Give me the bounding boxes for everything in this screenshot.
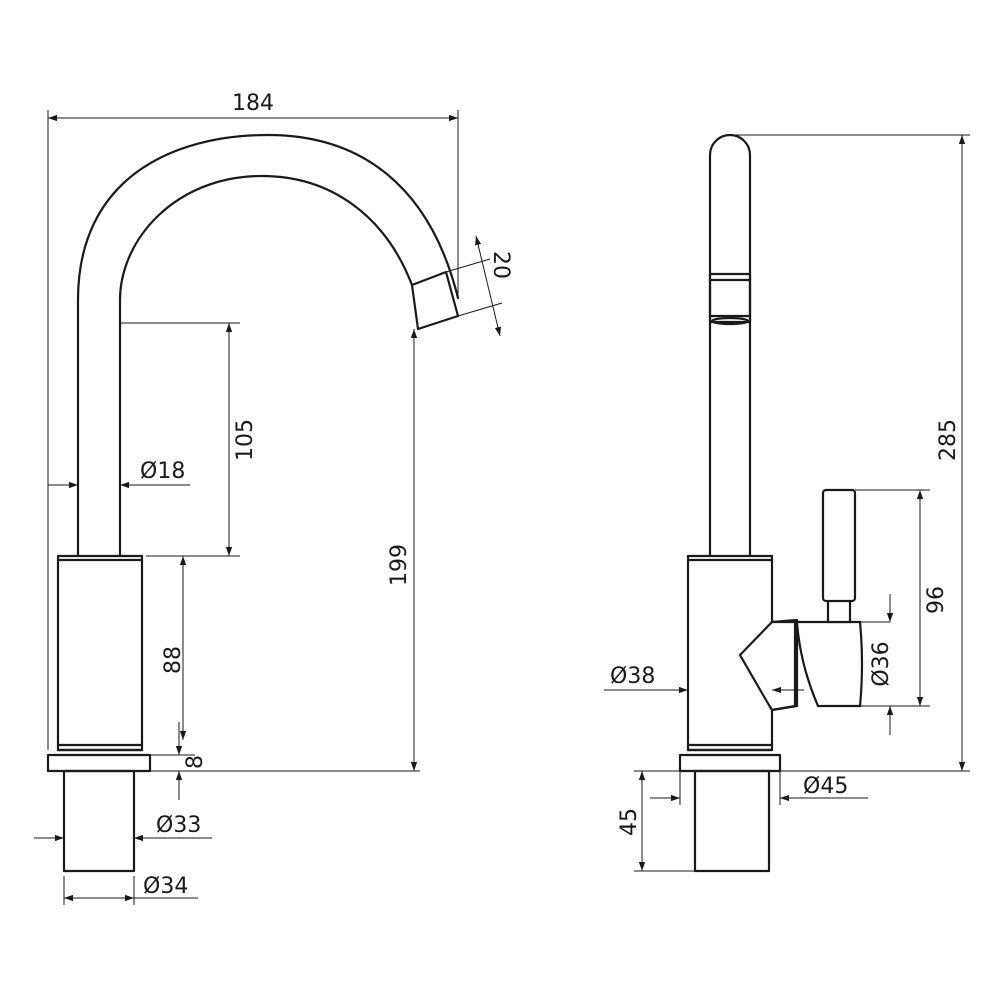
dim-handle-height: 96 <box>924 586 949 614</box>
side-aerator-opening <box>710 316 750 326</box>
cartridge-housing <box>795 620 864 708</box>
dim-overall-width: 184 <box>232 91 274 116</box>
dim-shank-length: 45 <box>617 808 642 836</box>
dim-body-height: 88 <box>161 646 186 674</box>
front-view: 184 20 105 Ø18 199 88 8 Ø33 <box>34 91 513 905</box>
handle-stem <box>826 598 852 624</box>
aerator-tip <box>410 270 460 331</box>
dim-base-diameter: Ø45 <box>803 774 848 799</box>
side-aerator-band <box>708 272 752 324</box>
side-view: 285 96 Ø36 Ø38 Ø45 45 <box>604 133 970 873</box>
dim-body-diameter: Ø38 <box>610 664 655 689</box>
spout-outer-contour <box>76 133 460 558</box>
handle-connector-detail <box>770 618 799 712</box>
dim-cartridge-diameter: Ø36 <box>869 641 894 686</box>
side-base-plate <box>678 753 782 773</box>
dim-base-ring: 8 <box>183 755 208 769</box>
dim-spout-drop: 105 <box>233 419 258 461</box>
spout-inner-contour <box>118 174 414 558</box>
base-plate <box>46 753 152 773</box>
dim-spout-outlet: 20 <box>488 251 513 279</box>
mounting-shank <box>62 769 136 873</box>
side-mounting-shank <box>693 769 771 873</box>
dim-total-height: 285 <box>936 419 961 461</box>
side-spout-column <box>708 133 752 558</box>
dim-spout-diameter: Ø18 <box>140 459 185 484</box>
handle-connector <box>738 620 797 712</box>
dim-shank-diameter-34: Ø34 <box>143 874 188 899</box>
handle-lever <box>821 488 857 603</box>
faucet-body <box>56 554 144 752</box>
dim-shank-diameter-33: Ø33 <box>156 813 201 838</box>
dim-outlet-height: 199 <box>387 544 412 586</box>
